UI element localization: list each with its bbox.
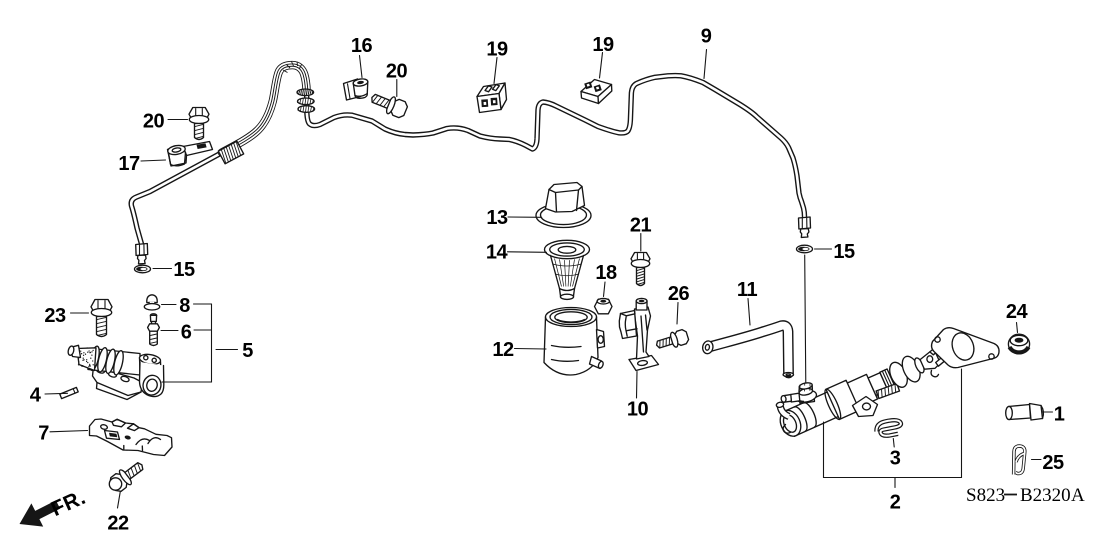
svg-text:1: 1 xyxy=(1054,404,1065,426)
svg-text:S823: S823 xyxy=(966,485,1005,506)
svg-text:21: 21 xyxy=(630,215,652,237)
svg-text:20: 20 xyxy=(143,111,165,133)
svg-text:17: 17 xyxy=(118,153,140,175)
svg-text:5: 5 xyxy=(242,340,253,362)
svg-text:2: 2 xyxy=(890,492,901,514)
svg-text:18: 18 xyxy=(595,262,617,284)
svg-text:16: 16 xyxy=(351,35,373,57)
svg-text:13: 13 xyxy=(486,207,508,229)
svg-text:19: 19 xyxy=(592,34,614,56)
svg-text:23: 23 xyxy=(44,305,66,327)
svg-text:10: 10 xyxy=(627,399,649,421)
svg-text:15: 15 xyxy=(173,259,195,281)
svg-text:8: 8 xyxy=(179,295,190,317)
svg-text:9: 9 xyxy=(701,26,712,48)
svg-text:3: 3 xyxy=(890,448,901,470)
svg-text:12: 12 xyxy=(492,339,514,361)
svg-text:24: 24 xyxy=(1006,301,1029,323)
svg-text:14: 14 xyxy=(486,242,509,264)
svg-text:7: 7 xyxy=(38,423,49,445)
svg-text:6: 6 xyxy=(181,322,192,344)
svg-text:22: 22 xyxy=(107,513,129,535)
svg-text:A: A xyxy=(1071,485,1085,506)
svg-text:15: 15 xyxy=(833,241,855,263)
svg-text:11: 11 xyxy=(737,279,758,301)
svg-text:25: 25 xyxy=(1042,452,1064,474)
svg-text:26: 26 xyxy=(668,283,690,305)
svg-text:4: 4 xyxy=(30,385,42,407)
svg-text:20: 20 xyxy=(386,61,408,83)
svg-text:FR.: FR. xyxy=(48,486,90,521)
svg-text:19: 19 xyxy=(486,39,508,61)
svg-text:B2320: B2320 xyxy=(1020,485,1071,506)
